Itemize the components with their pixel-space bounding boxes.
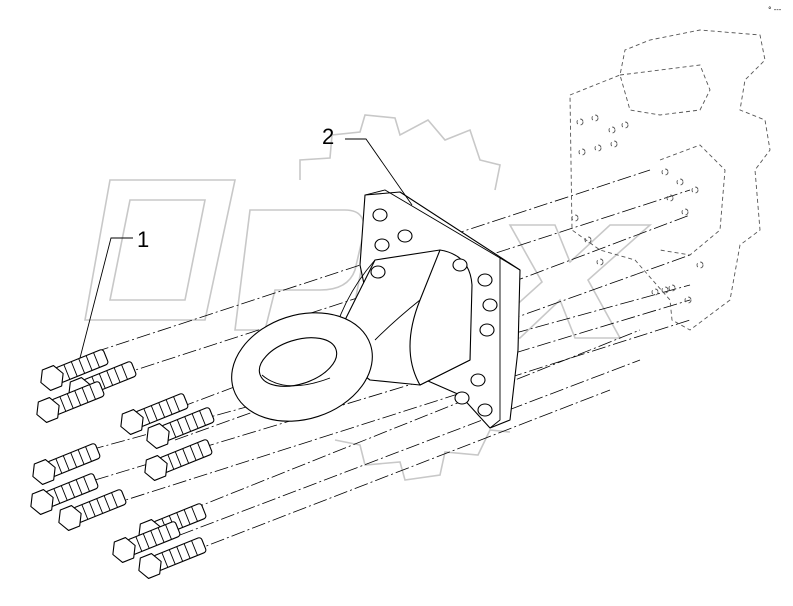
hex-bolt: [120, 393, 189, 435]
frame-holes: [571, 114, 704, 304]
hex-bolt: [30, 473, 99, 515]
corner-mark: ° ---: [768, 6, 782, 14]
hex-bolt: [58, 489, 127, 531]
towing-eye-assembly: [231, 189, 521, 429]
callout-leaders: [79, 138, 413, 359]
hex-bolt: [32, 443, 101, 485]
callout-1: 1: [137, 227, 149, 252]
hex-bolt: [40, 349, 109, 391]
hex-bolt: [138, 537, 207, 579]
hex-bolt: [144, 439, 213, 481]
callout-2: 2: [322, 124, 334, 149]
leader-1: [79, 237, 133, 359]
hex-bolt: [112, 521, 181, 563]
flange-bolt-holes: [370, 208, 498, 417]
hex-bolt: [146, 407, 215, 449]
mounting-frame: [569, 29, 771, 331]
leader-2: [345, 138, 413, 206]
hex-bolt: [36, 381, 105, 423]
hex-bolt-set: [30, 349, 215, 579]
